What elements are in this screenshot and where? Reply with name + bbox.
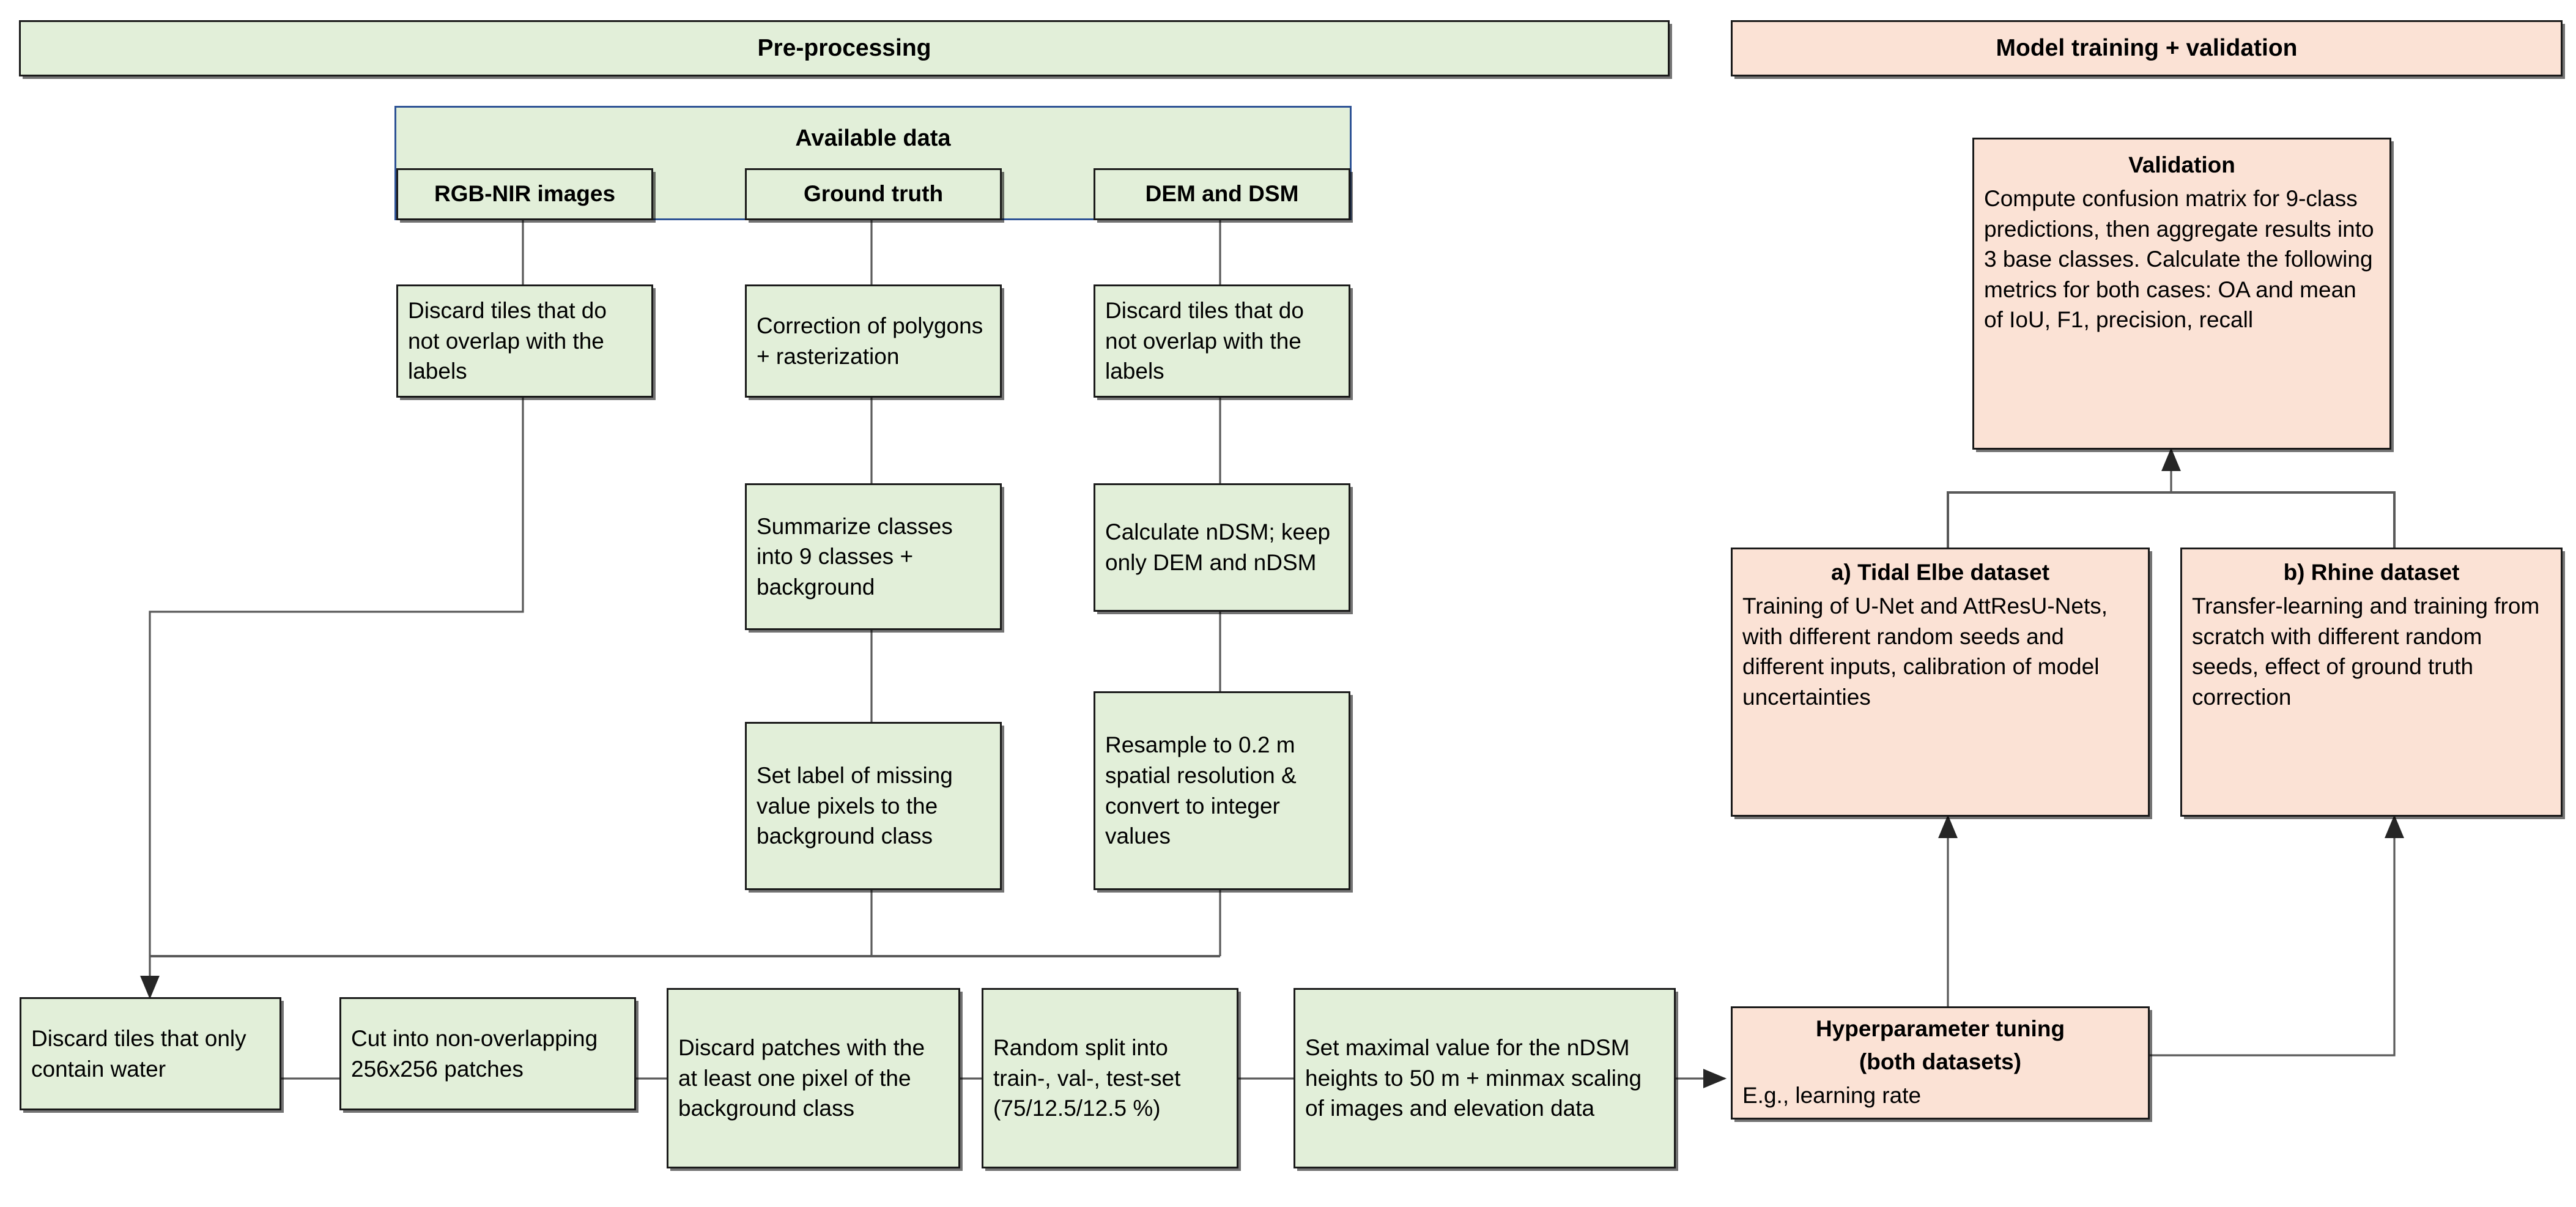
banner-model-training: Model training + validation	[1731, 20, 2563, 76]
bottom-step-discard-water-label: Discard tiles that only contain water	[31, 1025, 246, 1082]
hyperparameter-tuning-box[interactable]: Hyperparameter tuning (both datasets) E.…	[1731, 1006, 2150, 1120]
source-rgb-nir-images[interactable]: RGB-NIR images	[396, 168, 653, 220]
hyperparameter-body: E.g., learning rate	[1742, 1083, 1922, 1109]
validation-title: Validation	[2128, 152, 2235, 177]
step-rgb-discard-tiles-label: Discard tiles that do not overlap with t…	[408, 298, 607, 384]
bottom-step-random-split[interactable]: Random split into train-, val-, test-set…	[982, 988, 1238, 1168]
dataset-b-rhine[interactable]: b) Rhine dataset Transfer-learning and t…	[2180, 548, 2563, 817]
step-gt-summarize-classes-label: Summarize classes into 9 classes + backg…	[757, 513, 953, 600]
dataset-a-title: a) Tidal Elbe dataset	[1830, 560, 2050, 585]
step-rgb-discard-tiles[interactable]: Discard tiles that do not overlap with t…	[396, 284, 653, 398]
source-ground-truth-label: Ground truth	[803, 181, 944, 207]
source-dem-and-dsm[interactable]: DEM and DSM	[1094, 168, 1350, 220]
bottom-step-cut-patches[interactable]: Cut into non-overlapping 256x256 patches	[339, 997, 636, 1110]
source-dem-and-dsm-label: DEM and DSM	[1145, 181, 1299, 207]
validation-body: Compute confusion matrix for 9-class pre…	[1984, 186, 2374, 333]
step-gt-set-label-missing-label: Set label of missing value pixels to the…	[757, 763, 953, 849]
hyperparameter-title-line1: Hyperparameter tuning	[1815, 1016, 2065, 1041]
step-dem-resample[interactable]: Resample to 0.2 m spatial resolution & c…	[1094, 691, 1350, 890]
step-dem-discard-tiles-label: Discard tiles that do not overlap with t…	[1105, 298, 1304, 384]
banner-model-training-label: Model training + validation	[1996, 34, 2298, 61]
step-gt-correction-rasterization-label: Correction of polygons + rasterization	[757, 313, 983, 369]
bottom-step-set-max-value[interactable]: Set maximal value for the nDSM heights t…	[1294, 988, 1676, 1168]
step-dem-resample-label: Resample to 0.2 m spatial resolution & c…	[1105, 732, 1297, 849]
bottom-step-set-max-value-label: Set maximal value for the nDSM heights t…	[1305, 1035, 1642, 1121]
source-rgb-nir-images-label: RGB-NIR images	[434, 181, 616, 207]
step-gt-set-label-missing[interactable]: Set label of missing value pixels to the…	[745, 722, 1002, 890]
bottom-step-cut-patches-label: Cut into non-overlapping 256x256 patches	[351, 1025, 598, 1082]
dataset-a-tidal-elbe[interactable]: a) Tidal Elbe dataset Training of U-Net …	[1731, 548, 2150, 817]
wire-rgb-branch-to-bus	[149, 398, 524, 956]
bottom-step-discard-water[interactable]: Discard tiles that only contain water	[20, 997, 281, 1110]
bottom-step-discard-patches-label: Discard patches with the at least one pi…	[678, 1035, 925, 1121]
step-dem-calculate-ndsm-label: Calculate nDSM; keep only DEM and nDSM	[1105, 519, 1331, 575]
wire-hyperparam-to-rhine	[2150, 814, 2404, 1057]
wire-datasets-join	[1947, 491, 2396, 548]
bottom-step-random-split-label: Random split into train-, val-, test-set…	[993, 1035, 1181, 1121]
dataset-b-title: b) Rhine dataset	[2283, 560, 2460, 585]
bottom-step-discard-patches[interactable]: Discard patches with the at least one pi…	[667, 988, 960, 1168]
available-data-title: Available data	[795, 125, 951, 151]
dataset-a-body: Training of U-Net and AttResU-Nets, with…	[1742, 593, 2108, 710]
step-gt-correction-rasterization[interactable]: Correction of polygons + rasterization	[745, 284, 1002, 398]
banner-preprocessing-label: Pre-processing	[757, 34, 931, 61]
step-dem-discard-tiles[interactable]: Discard tiles that do not overlap with t…	[1094, 284, 1350, 398]
step-gt-summarize-classes[interactable]: Summarize classes into 9 classes + backg…	[745, 483, 1002, 630]
dataset-b-body: Transfer-learning and training from scra…	[2192, 593, 2540, 710]
banner-preprocessing: Pre-processing	[19, 20, 1670, 76]
step-dem-calculate-ndsm[interactable]: Calculate nDSM; keep only DEM and nDSM	[1094, 483, 1350, 612]
hyperparameter-title-line2: (both datasets)	[1859, 1049, 2022, 1075]
validation-box[interactable]: Validation Compute confusion matrix for …	[1972, 138, 2391, 450]
source-ground-truth[interactable]: Ground truth	[745, 168, 1002, 220]
